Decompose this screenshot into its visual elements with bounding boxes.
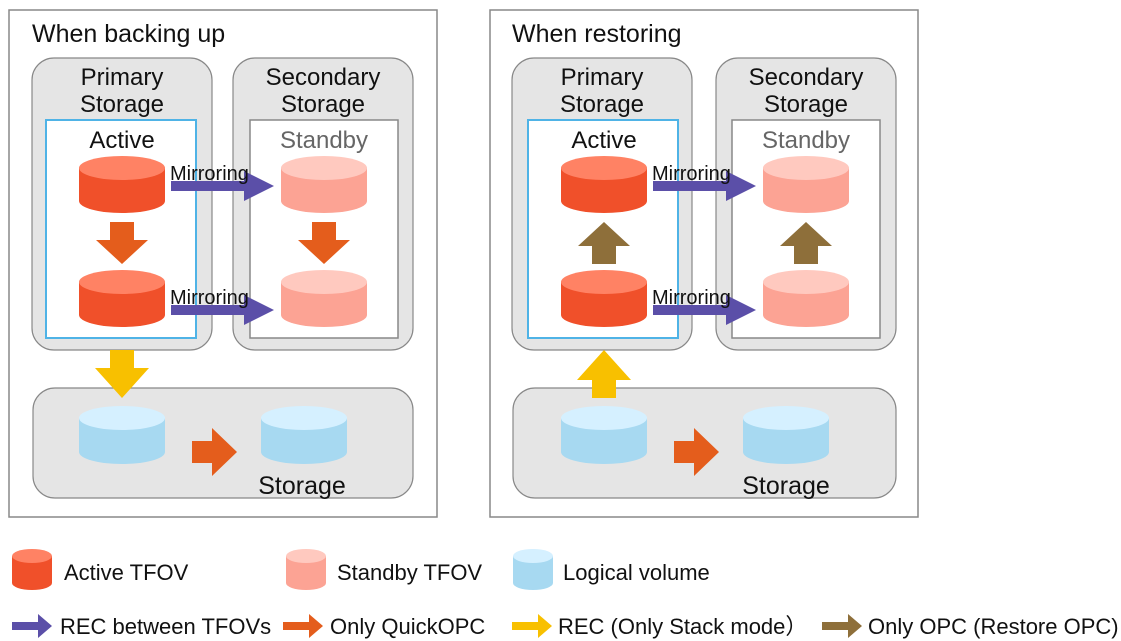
legend-rec-stack: REC (Only Stack mode）: [512, 614, 807, 639]
logical-volume-cylinder: [261, 406, 347, 464]
primary-storage-label-2: Storage: [560, 91, 644, 118]
panel-backing-up: When backing up Primary Storage Active S…: [8, 9, 438, 518]
secondary-storage-label-1: Secondary: [749, 64, 864, 91]
legend-label: Standby TFOV: [337, 560, 482, 585]
legend-label: Active TFOV: [64, 560, 189, 585]
legend-only-quickopc: Only QuickOPC: [283, 614, 485, 639]
panel-title: When backing up: [32, 20, 225, 48]
rec-arrow-right: [171, 295, 274, 325]
panel-restoring: When restoring Primary Storage Active Se…: [489, 9, 919, 518]
quickopc-arrow-icon: [283, 614, 323, 638]
secondary-storage-label-2: Storage: [281, 91, 365, 118]
legend-label: Logical volume: [563, 560, 710, 585]
opc-arrow-up: [578, 222, 630, 264]
mirroring-label: Mirroring: [170, 287, 249, 309]
standby-tfov-cylinder: [763, 270, 849, 327]
legend: Active TFOV Standby TFOV Logical volume …: [12, 549, 1119, 639]
quickopc-arrow-right: [674, 428, 719, 476]
active-tfov-swatch-icon: [12, 549, 52, 590]
storage-label: Storage: [742, 472, 830, 500]
rec-stack-arrow-icon: [512, 614, 552, 638]
rec-arrow-right: [171, 171, 274, 201]
logical-volume-swatch-icon: [513, 549, 553, 590]
active-label: Active: [571, 127, 636, 154]
rec-arrow-icon: [12, 614, 52, 638]
primary-storage-label-2: Storage: [80, 91, 164, 118]
active-tfov-cylinder: [79, 270, 165, 327]
active-tfov-cylinder: [561, 156, 647, 213]
logical-volume-cylinder: [561, 406, 647, 464]
rec-arrow-right: [653, 295, 756, 325]
primary-storage-label-1: Primary: [81, 64, 164, 91]
standby-label: Standby: [280, 127, 368, 154]
opc-arrow-icon: [822, 614, 862, 638]
logical-volume-cylinder: [743, 406, 829, 464]
quickopc-arrow-down: [96, 222, 148, 264]
legend-label: Only OPC (Restore OPC): [868, 614, 1119, 639]
legend-only-opc: Only OPC (Restore OPC): [822, 614, 1119, 639]
secondary-storage-label-1: Secondary: [266, 64, 381, 91]
legend-label: REC (Only Stack mode）: [558, 614, 807, 639]
legend-label: REC between TFOVs: [60, 614, 271, 639]
active-tfov-cylinder: [561, 270, 647, 327]
legend-rec-between: REC between TFOVs: [12, 614, 271, 639]
standby-tfov-swatch-icon: [286, 549, 326, 590]
legend-label: Only QuickOPC: [330, 614, 485, 639]
standby-label: Standby: [762, 127, 850, 154]
mirroring-label: Mirroring: [170, 163, 249, 185]
mirroring-label: Mirroring: [652, 163, 731, 185]
standby-tfov-cylinder: [281, 270, 367, 327]
legend-standby-tfov: Standby TFOV: [286, 549, 482, 590]
standby-tfov-cylinder: [281, 156, 367, 213]
quickopc-arrow-down: [298, 222, 350, 264]
logical-volume-cylinder: [79, 406, 165, 464]
primary-storage-label-1: Primary: [561, 64, 644, 91]
active-tfov-cylinder: [79, 156, 165, 213]
rec-arrow-right: [653, 171, 756, 201]
opc-arrow-up: [780, 222, 832, 264]
secondary-storage-label-2: Storage: [764, 91, 848, 118]
rec-stack-arrow-down: [95, 350, 149, 398]
legend-active-tfov: Active TFOV: [12, 549, 189, 590]
quickopc-arrow-right: [192, 428, 237, 476]
legend-logical-volume: Logical volume: [513, 549, 710, 590]
rec-stack-arrow-up: [577, 350, 631, 398]
mirroring-label: Mirroring: [652, 287, 731, 309]
active-label: Active: [89, 127, 154, 154]
standby-tfov-cylinder: [763, 156, 849, 213]
panel-title: When restoring: [512, 20, 682, 48]
storage-label: Storage: [258, 472, 346, 500]
